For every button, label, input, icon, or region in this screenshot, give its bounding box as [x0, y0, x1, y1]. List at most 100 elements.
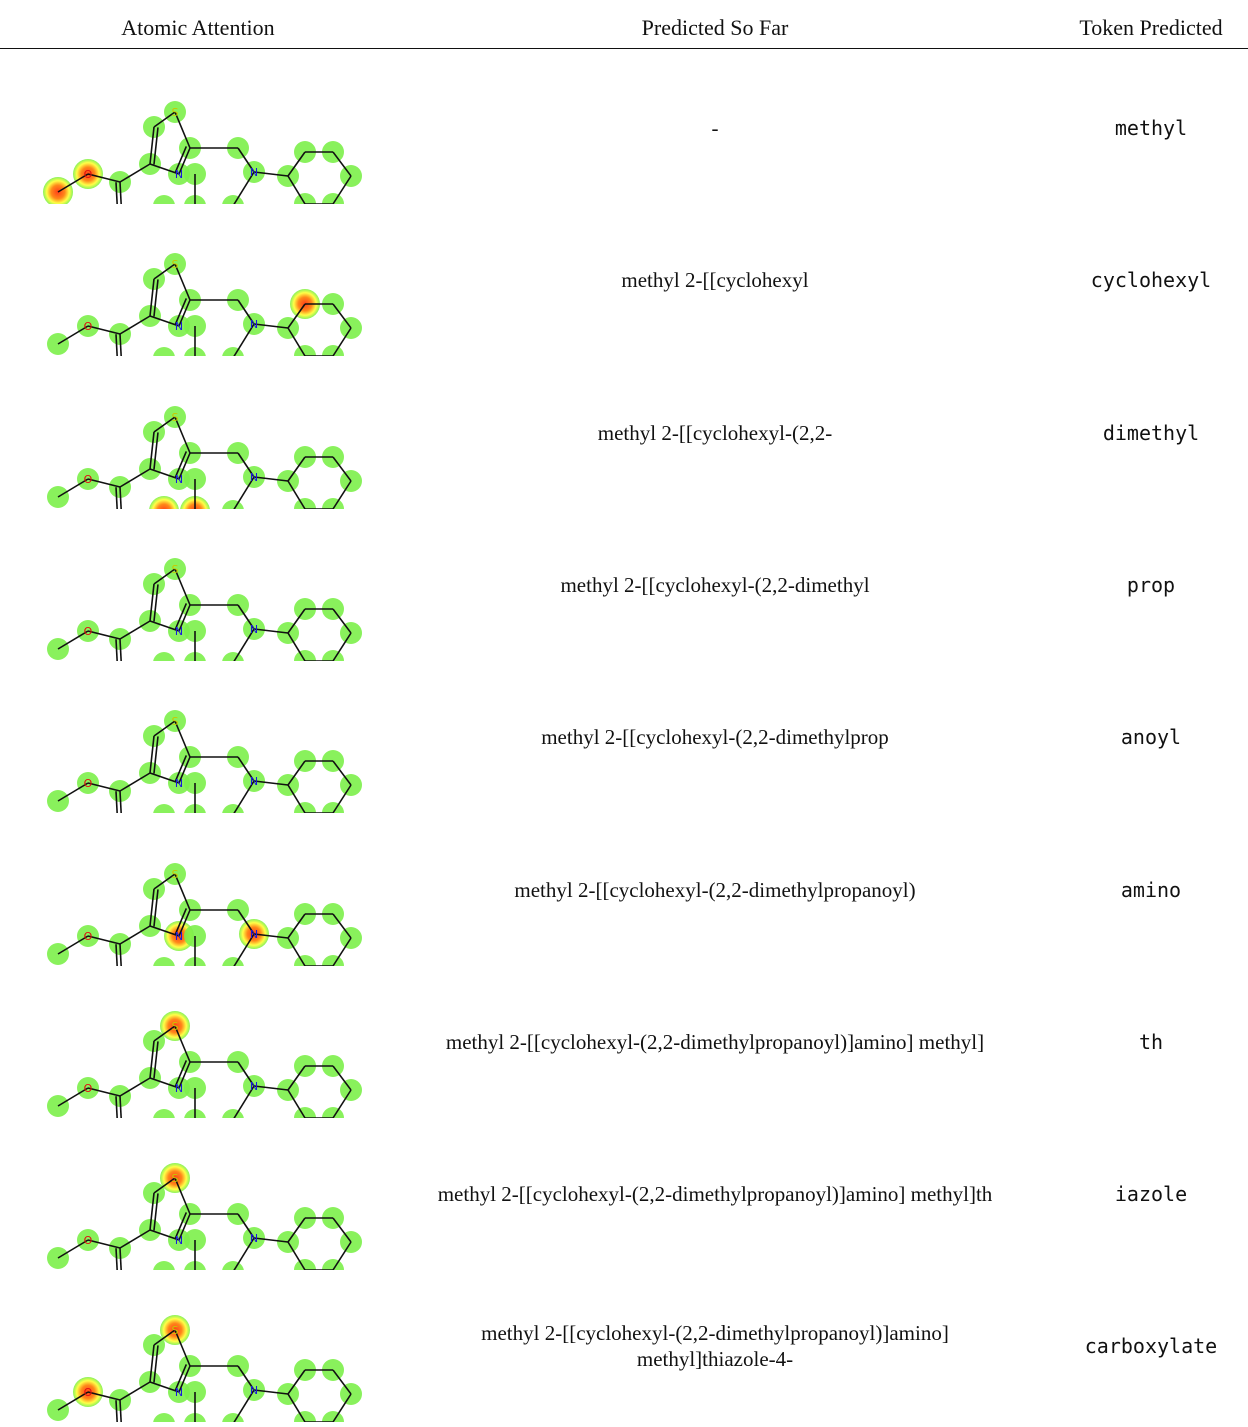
predicted-text: methyl 2-[[cyclohexyl-(2,2-dimethylprop — [541, 725, 889, 750]
bond — [287, 456, 306, 482]
bond — [232, 476, 255, 512]
bond — [87, 325, 121, 336]
bond — [57, 173, 89, 193]
bond — [174, 873, 191, 910]
bond — [232, 1085, 255, 1121]
bond — [174, 1364, 188, 1392]
bond — [253, 780, 289, 786]
bond — [332, 1217, 352, 1243]
bond — [174, 907, 188, 935]
atomic-attention-cell: SNNOOO — [18, 52, 378, 249]
bond — [287, 480, 306, 510]
atom-label-n: N — [175, 168, 183, 181]
bond — [287, 1065, 306, 1091]
bond — [87, 1391, 121, 1402]
bond — [57, 1239, 89, 1259]
bond — [287, 303, 306, 329]
predicted-so-far-cell: methyl 2-[[cyclohexyl-(2,2-dimethylpropa… — [390, 1118, 1040, 1270]
bond — [237, 1061, 255, 1087]
bond — [237, 299, 255, 325]
atom-label-n: N — [250, 166, 258, 179]
bond — [253, 475, 289, 482]
bond — [153, 1345, 159, 1383]
bond — [287, 1369, 306, 1395]
attention-glow — [153, 804, 175, 827]
bond — [153, 720, 176, 737]
bond — [57, 477, 89, 498]
bond — [149, 924, 180, 937]
atomic-attention-cell: SNNOOO — [18, 204, 378, 402]
bond — [232, 780, 255, 816]
bond — [87, 934, 121, 945]
bond — [237, 756, 255, 782]
atom-label-n: N — [250, 471, 258, 484]
bond — [153, 584, 159, 622]
attention-molecule: SNNOOO — [47, 1010, 362, 1163]
bond — [287, 151, 306, 177]
header-token-predicted: Token Predicted — [1079, 15, 1223, 40]
attention-molecule: SNNOOO — [47, 862, 362, 1011]
bond — [332, 175, 352, 205]
atom-label-o: O — [84, 1234, 93, 1247]
atom-label-n: N — [250, 1384, 258, 1397]
table-row: SNNOOO methyl 2-[[cyclohexyl-(2,2-dimethy… — [0, 661, 1248, 860]
bond — [332, 632, 352, 662]
attention-glow — [294, 497, 316, 520]
bond — [253, 171, 289, 177]
bond — [149, 736, 155, 774]
attention-glow — [322, 802, 344, 825]
token-predicted-cell: cyclohexyl — [1090, 268, 1212, 293]
bond — [332, 1065, 352, 1091]
table-row: SNNOOOmethyl 2-[[cyclohexyl-(2,2-dimethy… — [0, 1270, 1248, 1427]
header-rule — [0, 48, 1248, 49]
token-predicted-cell: th — [1138, 1029, 1164, 1054]
attention-glow — [294, 1106, 316, 1129]
table-row: SNNOOOmethyl 2-[[cyclohexyl-(2,2-dimethy… — [0, 814, 1248, 1011]
bond — [57, 1087, 89, 1107]
predicted-so-far-cell: methyl 2-[[cyclohexyl-(2,2-dimethyl — [390, 509, 1040, 661]
bond — [232, 1389, 255, 1425]
attention-molecule: SNNOOO — [47, 1315, 362, 1427]
atom-label-n: N — [175, 625, 183, 638]
attention-glow — [222, 651, 244, 674]
atomic-attention-cell: SNNOOO — [18, 661, 378, 860]
bond — [149, 126, 155, 165]
bond — [153, 279, 159, 317]
atom-label-n: N — [250, 1232, 258, 1245]
attention-glow — [294, 193, 316, 215]
atomic-attention-cell: SNNOOO — [18, 357, 378, 555]
bond — [253, 932, 289, 939]
bond — [332, 1089, 352, 1119]
attention-glow — [222, 195, 244, 217]
atom-label-n: N — [250, 623, 258, 636]
bond — [153, 127, 159, 165]
bond — [287, 175, 306, 205]
atom-label-n: N — [175, 1386, 183, 1399]
attention-glow — [322, 1259, 344, 1282]
bond — [149, 1193, 155, 1231]
bond — [178, 299, 191, 327]
atom-label-s: S — [172, 1172, 179, 1185]
bond — [174, 755, 188, 782]
bond — [153, 1025, 176, 1042]
bond — [287, 760, 306, 786]
bond — [178, 1061, 191, 1089]
attention-glow — [294, 1259, 316, 1282]
bond — [149, 467, 180, 480]
attention-glow — [153, 1108, 175, 1131]
atom-label-s: S — [172, 1020, 179, 1033]
attention-glow — [294, 954, 316, 977]
attention-glow — [222, 1261, 244, 1284]
bond — [178, 1213, 191, 1241]
attention-molecule: SNNOOO — [47, 1163, 362, 1316]
predicted-so-far-cell: methyl 2-[[cyclohexyl-(2,2- — [390, 357, 1040, 509]
atom-label-s: S — [172, 1324, 179, 1337]
attention-glow — [294, 1411, 316, 1427]
bond — [237, 1213, 255, 1239]
bond — [287, 1393, 306, 1423]
bond — [287, 784, 306, 814]
bond — [253, 628, 289, 634]
bond — [174, 568, 191, 606]
atom-label-s: S — [172, 258, 179, 271]
attention-hotspot — [149, 495, 179, 526]
